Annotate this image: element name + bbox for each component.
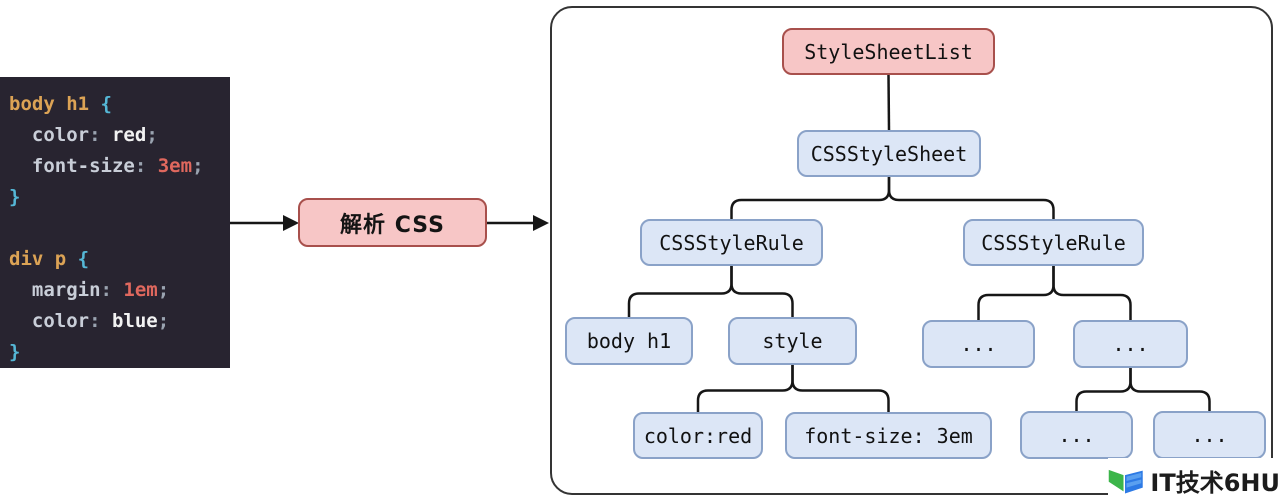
code-line: font-size: 3em; — [9, 151, 230, 182]
tree-node-style: style — [728, 317, 857, 365]
site-logo-icon — [1108, 469, 1143, 494]
code-line: margin: 1em; — [9, 275, 230, 306]
code-token-selector: body h1 — [9, 93, 101, 115]
tree-node-dotsL: ... — [922, 320, 1035, 368]
code-token-prop: color — [31, 310, 90, 332]
code-token-prop: font-size — [31, 155, 135, 177]
tree-node-ssl: StyleSheetList — [782, 28, 995, 75]
arrow-parse-to-tree — [487, 215, 549, 231]
arrow-code-to-parse — [230, 215, 299, 231]
code-token-punct: : — [134, 155, 158, 177]
watermark: IT技术6HU — [1108, 458, 1280, 503]
tree-node-ruleR: CSSStyleRule — [963, 219, 1144, 266]
tree-node-dotsR: ... — [1073, 320, 1188, 368]
css-code-block: body h1 { color: red; font-size: 3em;} di… — [0, 77, 230, 368]
code-token-prop — [9, 310, 32, 332]
tree-node-dotsBR: ... — [1153, 411, 1266, 459]
code-line: color: red; — [9, 120, 230, 151]
code-token-prop: color — [31, 124, 90, 146]
tree-node-sheet: CSSStyleSheet — [797, 130, 981, 177]
code-token-brace: { — [77, 248, 90, 270]
arrowhead-icon — [533, 215, 549, 231]
code-token-punct: : — [89, 124, 112, 146]
watermark-text: IT技术6HU — [1150, 469, 1280, 497]
code-token-number: 1em — [123, 279, 158, 301]
code-token-punct: ; — [157, 310, 170, 332]
code-line: } — [9, 337, 230, 368]
code-token-prop — [9, 155, 32, 177]
code-token-punct: ; — [146, 124, 158, 146]
code-token-value: red — [111, 124, 147, 146]
tree-node-fontsize: font-size: 3em — [785, 412, 992, 459]
tree-node-bodyh1: body h1 — [565, 317, 693, 365]
code-token-brace: } — [9, 186, 21, 208]
cssom-tree-container — [550, 6, 1273, 495]
tree-node-dotsBL: ... — [1020, 411, 1133, 459]
code-token-punct: : — [89, 310, 112, 332]
code-token-prop: margin — [31, 279, 101, 301]
code-token-brace: { — [100, 93, 112, 115]
code-line — [9, 213, 230, 244]
code-line: color: blue; — [9, 306, 230, 337]
code-token-value: blue — [111, 310, 158, 332]
code-token-punct: : — [100, 279, 124, 301]
code-token-brace: } — [9, 341, 21, 363]
code-line: div p { — [9, 244, 230, 275]
parse-css-step-box: 解析 CSS — [298, 198, 487, 247]
code-token-selector: div p — [9, 248, 78, 270]
arrowhead-icon — [283, 215, 299, 231]
code-token-punct: ; — [192, 155, 204, 177]
code-token-prop — [9, 279, 32, 301]
code-line: } — [9, 182, 230, 213]
code-token-number: 3em — [157, 155, 193, 177]
code-line: body h1 { — [9, 89, 230, 120]
code-token-punct: ; — [157, 279, 170, 301]
code-token-prop — [9, 124, 32, 146]
tree-node-ruleL: CSSStyleRule — [640, 219, 823, 266]
tree-node-colorred: color:red — [633, 412, 763, 459]
